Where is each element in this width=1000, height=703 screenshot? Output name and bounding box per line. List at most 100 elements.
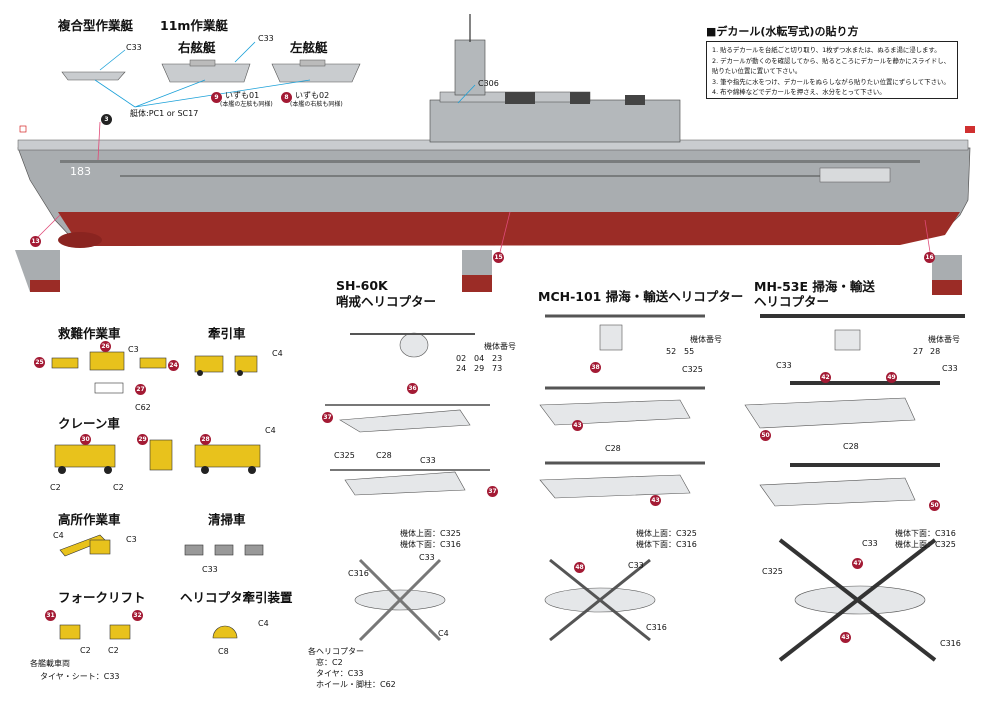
sweeper-title: 清掃車: [208, 512, 246, 527]
code-label: C62: [135, 403, 151, 412]
instruction-step: 2. デカールが動くのを確認してから、貼るところにデカールを静かにスライドし、: [712, 56, 950, 65]
heli-note-1: 窓：C2: [316, 658, 343, 667]
ship-illustration: [17, 14, 975, 248]
code-label: C28: [605, 444, 621, 453]
crane-vehicle-title: クレーン車: [58, 416, 120, 431]
code-label: C33: [776, 361, 792, 370]
workboat-composite-title: 複合型作業艇: [58, 18, 134, 33]
marker: 36: [407, 383, 418, 394]
forklift-title: フォークリフト: [58, 590, 146, 605]
marker: 48: [574, 562, 585, 573]
heli-note-2: タイヤ：C33: [316, 669, 364, 678]
marker: 27: [135, 384, 146, 395]
code-label: C316: [646, 623, 667, 632]
instructions-title: ■デカール(水転写式)の貼り方: [706, 25, 859, 38]
code-label: C4: [53, 531, 64, 540]
airframe-number-label: 機体番号: [484, 342, 516, 351]
marker: 30: [80, 434, 91, 445]
sh60k-lower-color: 機体下面：C316: [400, 540, 461, 549]
hull-section-swatches: [15, 250, 962, 295]
code-label: C4: [265, 426, 276, 435]
sh60k-number: 04: [474, 354, 485, 363]
airframe-number-label: 機体番号: [690, 335, 722, 344]
instruction-step: 貼りたい位置に置いて下さい。: [712, 67, 802, 75]
sh60k-title: SH-60K: [336, 278, 388, 293]
heli-tow-device-title: ヘリコプタ牽引装置: [180, 590, 293, 605]
mh53e-lower-color: 機体下面：C316: [895, 529, 956, 538]
code-label: C2: [113, 483, 124, 492]
code-label: C2: [108, 646, 119, 655]
mch101-upper-color: 機体上面：C325: [636, 529, 697, 538]
sh60k-upper-color: 機体上面：C325: [400, 529, 461, 538]
code-label: C325: [334, 451, 355, 460]
mh53e-subtitle: ヘリコプター: [754, 294, 830, 309]
marker: 50: [929, 500, 940, 511]
hull-number: 183: [70, 165, 91, 178]
marker: 32: [132, 610, 143, 621]
code-label: C8: [218, 647, 229, 656]
marker: 42: [820, 372, 831, 383]
code-label: C316: [348, 569, 369, 578]
vehicle-note-body: タイヤ・シート：C33: [40, 672, 120, 681]
code-label: C33: [862, 539, 878, 548]
boat-number-right: いずも01: [225, 91, 260, 100]
note-right: (本艦の左舷も同様): [220, 101, 273, 108]
marker: 28: [200, 434, 211, 445]
sh60k-number: 29: [474, 364, 485, 373]
marker: 37: [487, 486, 498, 497]
aerial-work-vehicle-title: 高所作業車: [58, 512, 121, 527]
code-label: C4: [438, 629, 449, 638]
sh60k-number: 23: [492, 354, 503, 363]
instruction-step: 4. 布や綿棒などでデカールを押さえ、水分をとって下さい。: [712, 88, 886, 96]
marker: 37: [322, 412, 333, 423]
mh53e-upper-color: 機体上面：C325: [895, 540, 956, 549]
code-label: C33: [942, 364, 958, 373]
mch101-number: 52: [666, 347, 677, 356]
rescue-vehicle-title: 救難作業車: [58, 326, 121, 341]
marker: 9: [211, 92, 222, 103]
code-label: C4: [258, 619, 269, 628]
code-label: C33: [420, 456, 436, 465]
note-left: (本艦の右舷も同様): [290, 101, 343, 108]
marker: 13: [30, 236, 41, 247]
heli-note-3: ホイール・脚柱：C62: [316, 680, 396, 689]
marker: 29: [137, 434, 148, 445]
hull-note: 艇体:PC1 or SC17: [130, 109, 199, 118]
boat-illustrations: [61, 59, 361, 83]
boat-right-title: 右舷艇: [178, 40, 216, 55]
tow-tractor-title: 牽引車: [208, 326, 246, 341]
leader-lines: [34, 41, 931, 253]
code-label: C33: [202, 565, 218, 574]
mh53e-title: MH-53E 掃海・輸送: [754, 279, 875, 294]
code-label: C325: [762, 567, 783, 576]
marker: 38: [590, 362, 601, 373]
code-label: C4: [272, 349, 283, 358]
boat-number-left: いずも02: [295, 91, 330, 100]
marker: 43: [572, 420, 583, 431]
marker: 50: [760, 430, 771, 441]
marker: 43: [650, 495, 661, 506]
vehicle-wheels: [58, 370, 256, 474]
marker: 43: [840, 632, 851, 643]
code-label: C3: [126, 535, 137, 544]
sh60k-number: 02: [456, 354, 467, 363]
workboat-11m-title: 11m作業艇: [160, 18, 228, 33]
vehicle-illustrations: [51, 351, 264, 640]
mch101-lower-color: 機体下面：C316: [636, 540, 697, 549]
marker: 49: [886, 372, 897, 383]
code-label: C306: [478, 79, 499, 88]
code-label: C33: [258, 34, 274, 43]
marker: 8: [281, 92, 292, 103]
sh60k-number: 73: [492, 364, 503, 373]
airframe-number-label: 機体番号: [928, 335, 960, 344]
mh53e-number: 27: [913, 347, 924, 356]
heli-note-title: 各ヘリコプター: [308, 647, 364, 656]
code-label: C28: [376, 451, 392, 460]
code-label: C33: [126, 43, 142, 52]
vehicle-note-title: 各艦載車両: [30, 659, 70, 668]
marker: 24: [168, 360, 179, 371]
mch101-number: 55: [684, 347, 695, 356]
marker: 31: [45, 610, 56, 621]
